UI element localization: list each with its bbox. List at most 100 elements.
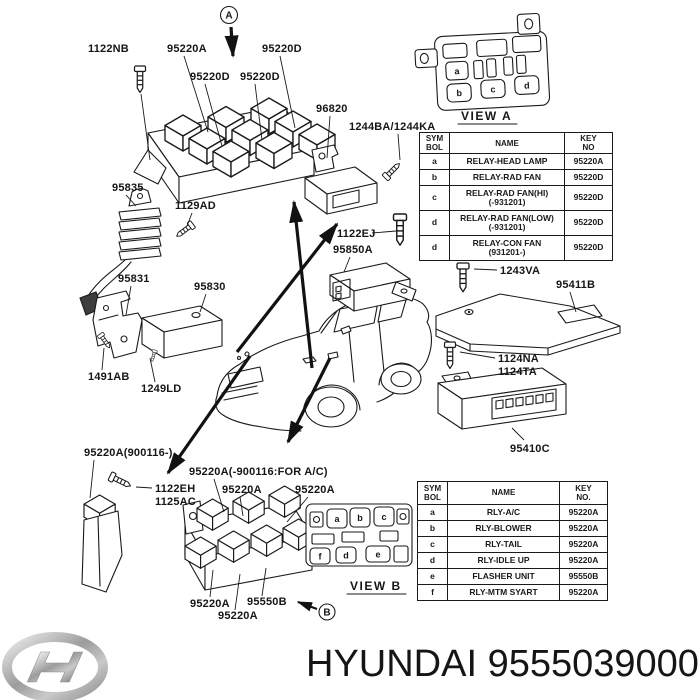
table-cell-name: RLY-TAIL [447, 536, 560, 553]
part-label-95411b: 95411B [556, 279, 595, 291]
column-header-name: NAME [449, 131, 565, 155]
top-relay-box-drawing [133, 97, 336, 204]
table-row: f RLY-MTM SYART 95220A [417, 584, 608, 601]
marker-b-circle [318, 603, 336, 621]
table-cell-sym: c [417, 536, 448, 553]
part-label-1491ab: 1491AB [88, 371, 130, 383]
bracket-95411b-drawing [435, 293, 621, 356]
view-a-cell-b: b [456, 88, 463, 98]
table-cell-name: FLASHER UNIT [447, 568, 560, 585]
view-b-cell-e: e [375, 550, 380, 560]
table-row: e FLASHER UNIT 95550B [417, 568, 608, 585]
table-cell-key: 95220A [559, 504, 608, 521]
table-cell-key: 95220D [564, 185, 613, 212]
part-label-95220a-top: 95220A [167, 43, 207, 55]
part-label-96820: 96820 [316, 103, 348, 115]
table-cell-name: RELAY-HEAD LAMP [449, 153, 565, 171]
part-label-1249ld: 1249LD [141, 383, 181, 395]
bottom-relay-box-drawing [182, 485, 315, 591]
part-label-95220d-2: 95220D [240, 71, 280, 83]
table-row: a RELAY-HEAD LAMP 95220A [419, 153, 613, 171]
brand-part-number-line: HYUNDAI 9555039000 [306, 643, 699, 686]
part-label-95220a-ac: 95220A(-900116:FOR A/C) [189, 466, 328, 478]
view-a-title: VIEW A [461, 109, 512, 123]
table-cell-name: RELAY-RAD FAN(HI)(-931201) [449, 185, 565, 212]
table-cell-name: RELAY-RAD FAN [449, 169, 565, 187]
module-96820-drawing [304, 144, 378, 215]
part-label-1129ad: 1129AD [175, 200, 216, 212]
table-cell-name: RLY-IDLE UP [447, 552, 560, 569]
module-95410c-drawing [437, 367, 567, 430]
relay-95220a-bracket-drawing [81, 494, 123, 593]
table-cell-sym: a [419, 153, 450, 171]
part-label-1122ej: 1122EJ [337, 228, 376, 240]
bolt-1122nb-drawing [133, 65, 151, 161]
leader-lines [89, 55, 577, 611]
table-cell-key: 95220A [559, 552, 608, 569]
part-label-95220d-1: 95220D [190, 71, 230, 83]
part-label-95830: 95830 [194, 281, 226, 293]
part-label-95831: 95831 [118, 273, 150, 285]
bolt-1124-drawing [443, 341, 457, 370]
bolt-1122ej-drawing [392, 213, 408, 246]
table-cell-sym: a [417, 504, 448, 521]
table-cell-sym: d [417, 552, 448, 569]
view-b-cell-d: d [343, 551, 349, 561]
table-row: a RLY-A/C 95220A [417, 504, 608, 521]
view-b-cell-a: a [334, 514, 340, 524]
view-a-cell-d: d [524, 80, 530, 90]
part-label-95220a-from: 95220A(900116-) [84, 447, 173, 459]
table-cell-sym: b [419, 169, 450, 187]
view-a-cell-a: a [454, 66, 461, 76]
part-label-95220a-bot1: 95220A [190, 598, 230, 610]
bracket-95831-drawing [92, 290, 143, 359]
part-number: 9555039000 [487, 643, 699, 685]
module-95830-drawing [141, 305, 223, 363]
table-cell-name: RLY-BLOWER [447, 520, 560, 537]
view-a-box: a b c d [414, 12, 551, 111]
part-label-1244: 1244BA/1244KA [349, 121, 435, 133]
part-labels: 1122NB 95220A 95220D 95220D 95220D 96820… [84, 43, 595, 622]
table-cell-key: 95220A [559, 520, 608, 537]
table-cell-key: 95220D [564, 235, 613, 262]
table-cell-key: 95220D [564, 210, 613, 237]
car-illustration [215, 295, 432, 432]
location-arrows: A B [166, 5, 339, 621]
table-cell-sym: c [419, 185, 450, 212]
table-cell-key: 95550B [559, 568, 608, 585]
table-cell-key: 95220A [564, 153, 613, 171]
table-cell-name: RELAY-RAD FAN(LOW)(-931201) [449, 210, 565, 237]
table-row: c RELAY-RAD FAN(HI)(-931201) 95220D [419, 185, 613, 212]
marker-b-letter: B [323, 608, 330, 619]
part-label-95220a-bot2: 95220A [218, 610, 258, 622]
part-label-1125ac: 1125AC [155, 496, 196, 508]
table-cell-sym: d [419, 235, 450, 262]
part-label-1124na: 1124NA [498, 353, 539, 365]
view-b-box: a b c f d e [305, 503, 413, 567]
table-cell-key: 95220A [559, 536, 608, 553]
part-label-1243va: 1243VA [500, 265, 540, 277]
table-cell-sym: b [417, 520, 448, 537]
brand-name: HYUNDAI [306, 643, 478, 685]
table-cell-name: RLY-MTM SYART [447, 584, 560, 601]
table-cell-key: 95220A [559, 584, 608, 601]
view-b-cell-c: c [381, 512, 386, 522]
table-cell-sym: e [417, 568, 448, 585]
marker-a-letter: A [225, 11, 232, 22]
part-label-1124ta: 1124TA [498, 366, 537, 378]
part-label-95410c: 95410C [510, 443, 550, 455]
table-row: d RELAY-RAD FAN(LOW)(-931201) 95220D [419, 210, 613, 237]
table-cell-name: RLY-A/C [447, 504, 560, 521]
part-label-95220a-mid1: 95220A [222, 484, 262, 496]
bolt-1243va-drawing [456, 262, 470, 293]
part-label-1122eh: 1122EH [155, 483, 195, 495]
table-row: d RLY-IDLE UP 95220A [417, 552, 608, 569]
part-label-95850a: 95850A [333, 244, 373, 256]
